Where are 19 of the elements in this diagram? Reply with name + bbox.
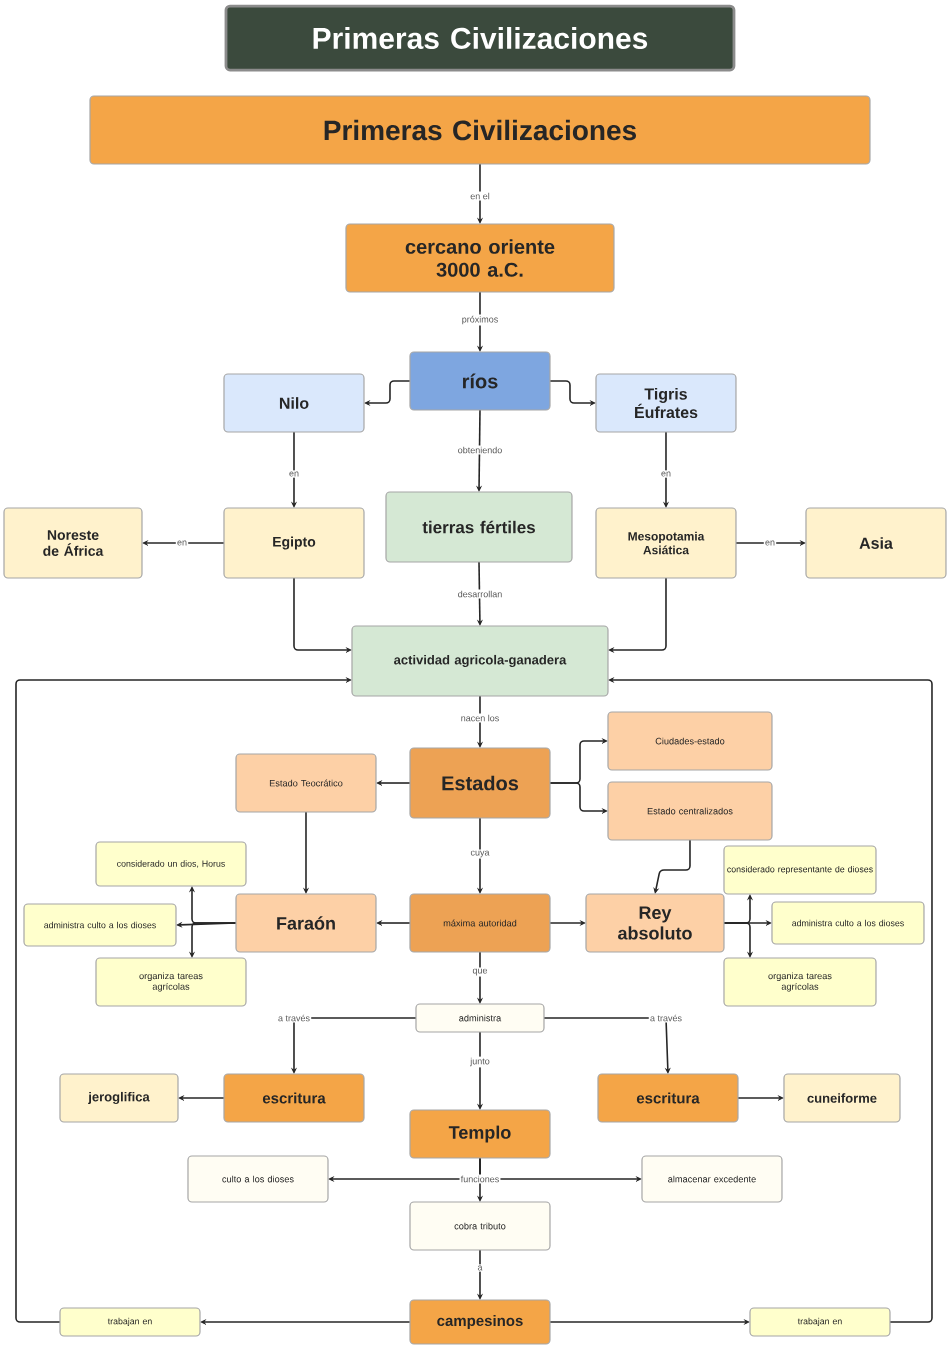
concept-box: Asia (805, 507, 947, 579)
concept-box: Primeras Civilizaciones (89, 95, 871, 165)
arrow (608, 577, 667, 654)
concept-box: ríos (409, 351, 551, 411)
concept-box: Nilo (223, 373, 365, 433)
arrow (653, 839, 691, 894)
arrow (476, 409, 483, 492)
concept-box: Estados (409, 747, 551, 819)
title-box: Primeras Civilizaciones (224, 4, 736, 72)
concept-box: Templo (409, 1109, 551, 1159)
concept-box: tierras fértiles (385, 491, 573, 563)
arrow (364, 380, 411, 407)
concept-box: cercano oriente 3000 a.C. (345, 223, 615, 293)
arrow (15, 676, 352, 1323)
concept-box: Faraón (235, 893, 377, 953)
concept-box: Rey absoluto (585, 893, 725, 953)
concept-box: Tigris Éufrates (595, 373, 737, 433)
arrow (723, 922, 754, 958)
arrow (543, 1017, 671, 1074)
